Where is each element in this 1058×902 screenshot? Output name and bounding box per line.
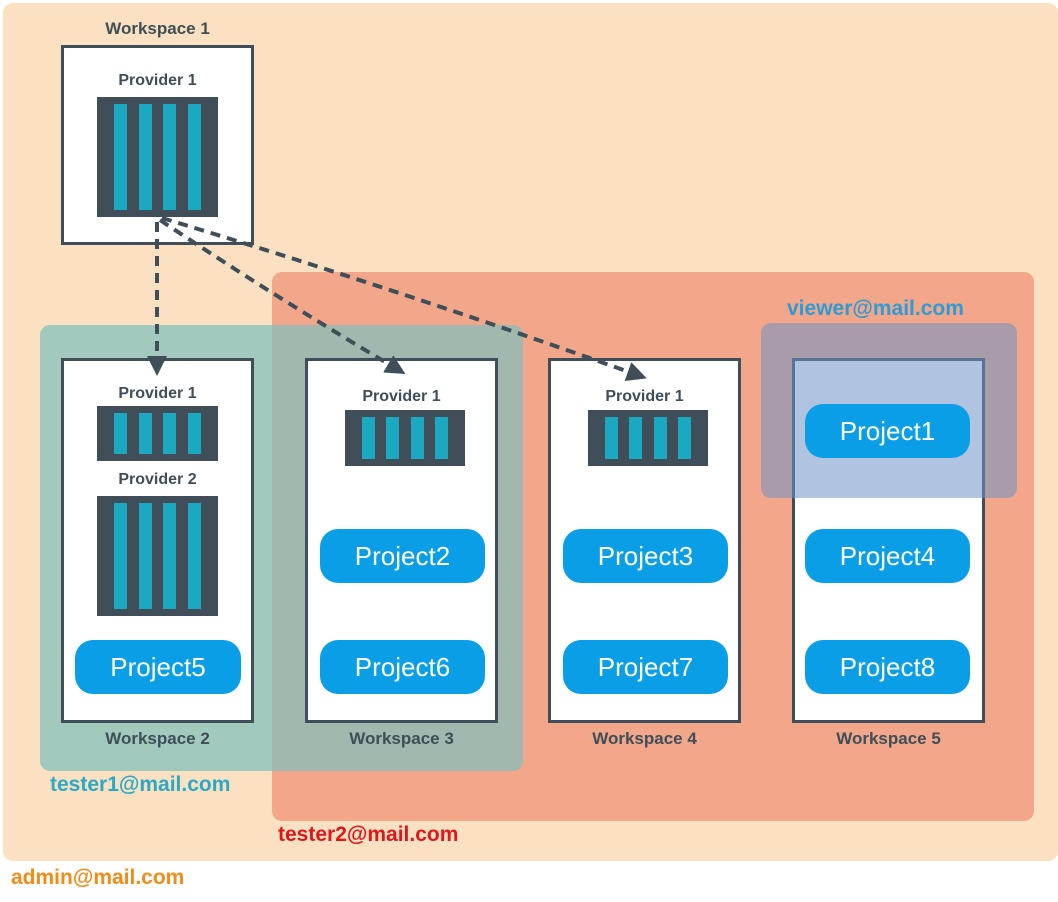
- ws4-provider-1-label: Provider 1: [605, 388, 684, 405]
- workspace-5-label: Workspace 5: [836, 729, 941, 748]
- viewer-email: viewer@mail.com: [787, 297, 964, 320]
- ws3-provider-1-server-icon: [345, 410, 465, 466]
- project-4[interactable]: Project4: [805, 529, 970, 583]
- project-5[interactable]: Project5: [75, 640, 241, 694]
- workspace-2-label: Workspace 2: [105, 729, 210, 748]
- ws2-provider-1-server-icon: [97, 406, 218, 461]
- ws2-provider-2-label: Provider 2: [118, 471, 197, 488]
- ws4-provider-1-server-icon: [588, 410, 708, 466]
- arrow-to-workspace-4: [161, 216, 647, 382]
- project-6[interactable]: Project6: [320, 640, 485, 694]
- project-7[interactable]: Project7: [563, 640, 728, 694]
- workspace-1-label: Workspace 1: [105, 19, 210, 38]
- project-1[interactable]: Project1: [805, 404, 970, 458]
- project-8[interactable]: Project8: [805, 640, 970, 694]
- ws1-provider-1-label: Provider 1: [118, 72, 197, 89]
- tester1-email: tester1@mail.com: [50, 773, 231, 796]
- admin-email: admin@mail.com: [11, 866, 185, 889]
- project-2[interactable]: Project2: [320, 529, 485, 583]
- ws2-provider-2-server-icon: [97, 496, 218, 616]
- tester2-email: tester2@mail.com: [278, 823, 459, 846]
- ws2-provider-1-label: Provider 1: [118, 385, 197, 402]
- ws3-provider-1-label: Provider 1: [362, 388, 441, 405]
- arrow-to-workspace-3: [158, 218, 406, 375]
- ws1-provider-1-server-icon: [97, 97, 218, 217]
- workspace-3-label: Workspace 3: [349, 729, 454, 748]
- workspace-4-label: Workspace 4: [592, 729, 697, 748]
- project-3[interactable]: Project3: [563, 529, 728, 583]
